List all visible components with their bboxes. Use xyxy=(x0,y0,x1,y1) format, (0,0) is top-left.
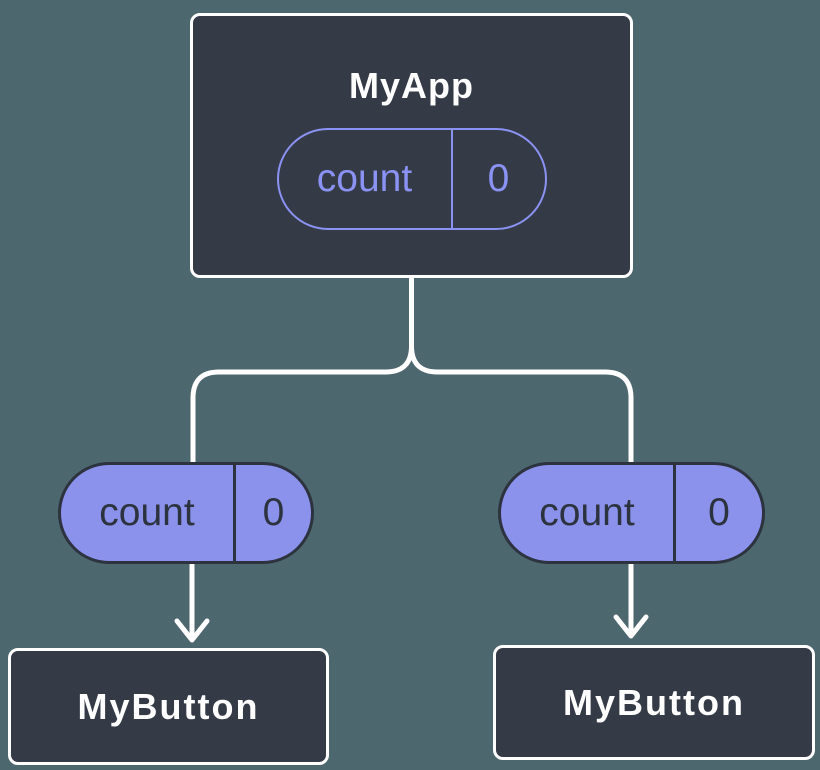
right-prop-pill: count 0 xyxy=(498,462,765,564)
mybutton-label: MyButton xyxy=(563,681,745,723)
prop-name-label: count xyxy=(99,491,195,534)
pill-divider xyxy=(673,465,676,561)
myapp-node: MyApp count 0 xyxy=(190,13,633,278)
myapp-state-pill: count 0 xyxy=(276,128,547,230)
myapp-title: MyApp xyxy=(349,65,474,106)
down-arrow-icon-left xyxy=(174,562,210,643)
down-arrow-icon-right xyxy=(613,560,649,639)
left-prop-pill: count 0 xyxy=(58,462,314,564)
pill-divider xyxy=(450,130,453,228)
prop-value-label: 0 xyxy=(708,491,730,534)
connector-root-to-left-child xyxy=(190,274,414,467)
mybutton-node-left: MyButton xyxy=(8,648,329,765)
prop-name-label: count xyxy=(539,491,635,534)
pill-divider xyxy=(233,465,236,561)
mybutton-label: MyButton xyxy=(77,685,260,727)
state-name-label: count xyxy=(316,157,413,200)
connector-root-to-right-child xyxy=(409,274,634,467)
mybutton-node-right: MyButton xyxy=(493,645,815,760)
state-value-label: 0 xyxy=(487,157,510,200)
prop-value-label: 0 xyxy=(262,491,285,534)
